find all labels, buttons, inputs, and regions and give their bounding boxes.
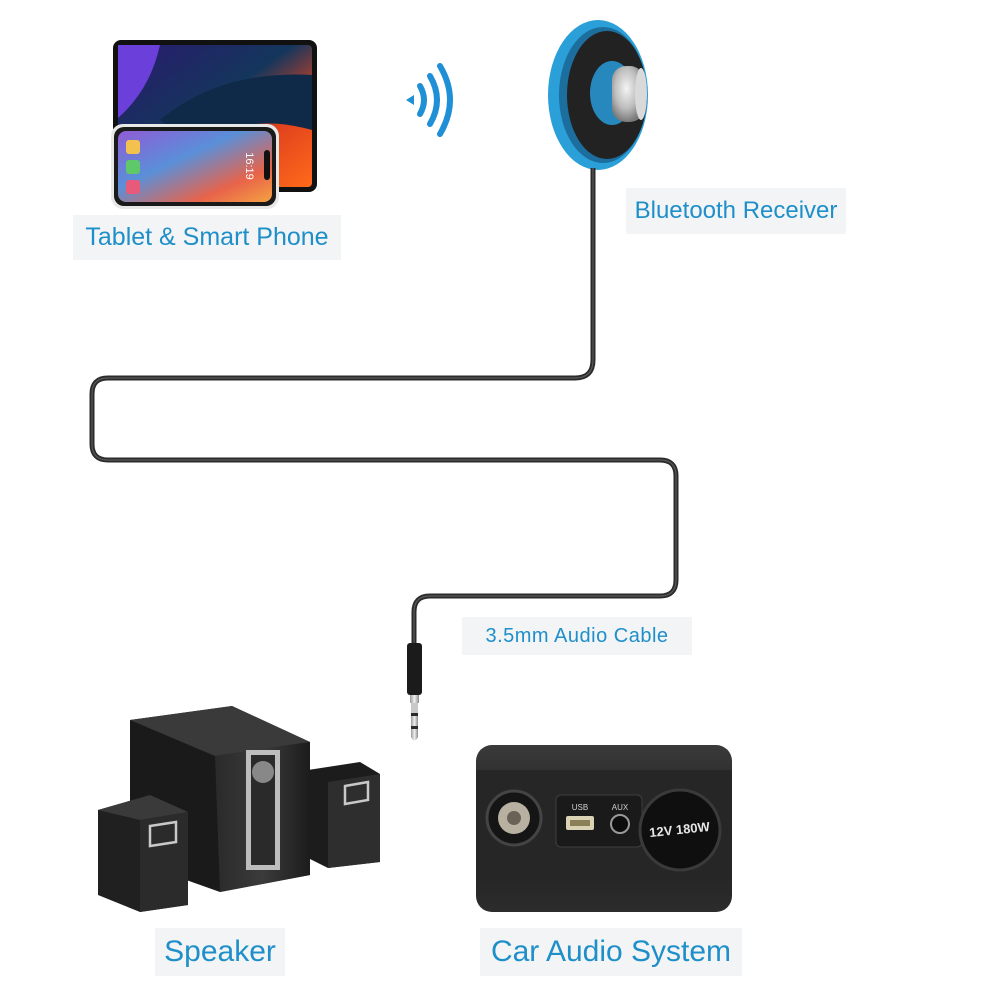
bluetooth-receiver-image (548, 20, 648, 170)
car-audio-panel-image: USB AUX 12V 180W (476, 745, 732, 912)
speaker-label: Speaker (155, 928, 285, 976)
cable-label: 3.5mm Audio Cable (462, 617, 692, 655)
audio-jack-plug (407, 643, 422, 741)
car-audio-label: Car Audio System (480, 928, 742, 976)
phone-clock: 16:19 (243, 152, 255, 180)
receiver-label: Bluetooth Receiver (626, 188, 846, 234)
power-socket-label: 12V 180W (649, 819, 712, 840)
smartphone-image: 16:19 (111, 124, 279, 209)
aux-port-label: AUX (612, 803, 629, 812)
usb-port-label: USB (572, 803, 588, 812)
devices-label: Tablet & Smart Phone (73, 215, 341, 260)
wireless-signal-icon (406, 63, 453, 137)
speaker-system-image (98, 706, 380, 912)
